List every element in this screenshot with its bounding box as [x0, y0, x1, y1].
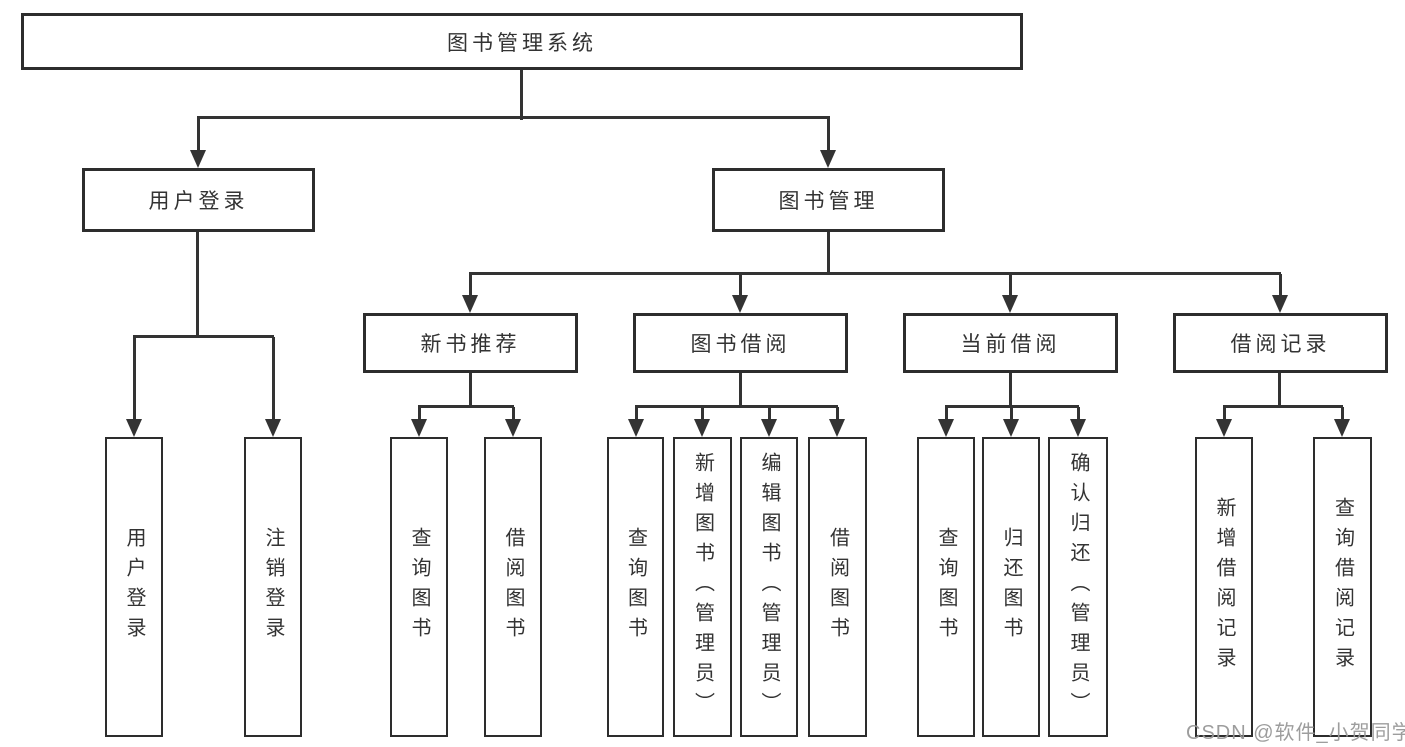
connector-line: [520, 70, 523, 120]
leaf-recommend-query-books-label: 查询图书: [408, 527, 430, 647]
leaf-return-books-label: 归还图书: [1000, 527, 1022, 647]
leaf-edit-books-admin-label: 编辑图书（管理员）: [758, 452, 780, 722]
node-borrowing-records: 借阅记录: [1173, 313, 1388, 373]
node-current-borrowing: 当前借阅: [903, 313, 1118, 373]
leaf-add-books-admin-label: 新增图书（管理员）: [691, 452, 714, 722]
connector-line: [469, 373, 472, 408]
connector-line: [1010, 407, 1013, 421]
connector-line: [196, 232, 199, 338]
leaf-logout-label: 注销登录: [262, 527, 284, 647]
arrow-down-icon: [694, 419, 710, 437]
arrow-down-icon: [190, 150, 206, 168]
leaf-recommend-query-books: 查询图书: [390, 437, 448, 737]
connector-line: [945, 407, 948, 421]
connector-line: [512, 407, 515, 421]
leaf-recommend-borrow-books-label: 借阅图书: [502, 527, 524, 647]
leaf-borrowing-borrow-books: 借阅图书: [808, 437, 867, 737]
arrow-down-icon: [628, 419, 644, 437]
leaf-return-books: 归还图书: [982, 437, 1040, 737]
leaf-recommend-borrow-books: 借阅图书: [484, 437, 542, 737]
connector-line: [635, 407, 638, 421]
leaf-confirm-return-admin: 确认归还（管理员）: [1048, 437, 1108, 737]
leaf-borrowing-borrow-books-label: 借阅图书: [826, 527, 849, 647]
leaf-current-query-books: 查询图书: [917, 437, 975, 737]
connector-line: [1223, 407, 1226, 421]
node-book-management-label: 图书管理: [778, 190, 879, 213]
arrow-down-icon: [1003, 419, 1019, 437]
node-borrowing-records-label: 借阅记录: [1230, 333, 1331, 356]
arrow-down-icon: [820, 150, 836, 168]
connector-line: [1009, 373, 1012, 408]
connector-line: [197, 118, 200, 152]
node-user-login-label: 用户登录: [148, 190, 249, 213]
leaf-borrowing-query-books-label: 查询图书: [624, 527, 647, 647]
arrow-down-icon: [1334, 419, 1350, 437]
connector-line: [827, 118, 830, 152]
leaf-add-borrow-record: 新增借阅记录: [1195, 437, 1253, 737]
arrow-down-icon: [1070, 419, 1086, 437]
connector-line: [469, 272, 1281, 275]
leaf-query-borrow-record: 查询借阅记录: [1313, 437, 1372, 737]
connector-line: [701, 407, 704, 421]
leaf-logout: 注销登录: [244, 437, 302, 737]
arrow-down-icon: [829, 419, 845, 437]
leaf-confirm-return-admin-label: 确认归还（管理员）: [1067, 452, 1089, 722]
connector-line: [836, 407, 839, 421]
node-current-borrowing-label: 当前借阅: [960, 333, 1061, 356]
node-book-management: 图书管理: [712, 168, 945, 232]
connector-line: [133, 335, 274, 338]
leaf-user-login-label: 用户登录: [123, 527, 145, 647]
node-library-system: 图书管理系统: [21, 13, 1023, 70]
connector-line: [1279, 274, 1282, 297]
connector-line: [1278, 373, 1281, 408]
connector-line: [827, 232, 830, 275]
leaf-add-borrow-record-label: 新增借阅记录: [1213, 497, 1235, 677]
arrow-down-icon: [1216, 419, 1232, 437]
leaf-add-books-admin: 新增图书（管理员）: [673, 437, 732, 737]
arrow-down-icon: [938, 419, 954, 437]
arrow-down-icon: [265, 419, 281, 437]
connector-line: [133, 337, 136, 421]
arrow-down-icon: [126, 419, 142, 437]
node-user-login: 用户登录: [82, 168, 315, 232]
connector-line: [1223, 405, 1343, 408]
connector-line: [1009, 274, 1012, 297]
node-library-system-label: 图书管理系统: [447, 31, 597, 55]
arrow-down-icon: [462, 295, 478, 313]
leaf-borrowing-query-books: 查询图书: [607, 437, 664, 737]
node-new-book-recommend-label: 新书推荐: [420, 333, 521, 356]
node-new-book-recommend: 新书推荐: [363, 313, 578, 373]
connector-line: [1341, 407, 1344, 421]
connector-line: [1077, 407, 1080, 421]
arrow-down-icon: [505, 419, 521, 437]
node-book-borrowing-label: 图书借阅: [690, 333, 791, 356]
arrow-down-icon: [732, 295, 748, 313]
arrow-down-icon: [411, 419, 427, 437]
node-book-borrowing: 图书借阅: [633, 313, 848, 373]
connector-line: [739, 274, 742, 297]
connector-line: [418, 405, 514, 408]
watermark: CSDN @软件_小贺同学: [1186, 722, 1405, 744]
connector-line: [272, 337, 275, 421]
leaf-user-login: 用户登录: [105, 437, 163, 737]
connector-line: [197, 116, 830, 119]
arrow-down-icon: [1002, 295, 1018, 313]
connector-line: [418, 407, 421, 421]
arrow-down-icon: [1272, 295, 1288, 313]
leaf-current-query-books-label: 查询图书: [935, 527, 957, 647]
connector-line: [945, 405, 1079, 408]
connector-line: [635, 405, 838, 408]
connector-line: [739, 373, 742, 408]
connector-line: [768, 407, 771, 421]
leaf-query-borrow-record-label: 查询借阅记录: [1331, 497, 1354, 677]
leaf-edit-books-admin: 编辑图书（管理员）: [740, 437, 798, 737]
connector-line: [469, 274, 472, 297]
arrow-down-icon: [761, 419, 777, 437]
